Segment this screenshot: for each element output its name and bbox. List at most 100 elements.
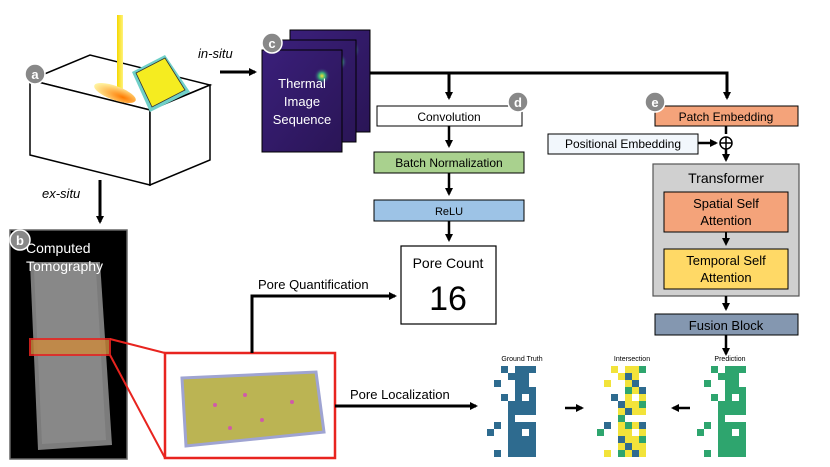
map-pixel	[508, 373, 515, 380]
map-pixel	[725, 443, 732, 450]
map-pixel	[529, 450, 536, 457]
pore-count-title: Pore Count	[413, 255, 484, 271]
pore-quantification-arrow	[250, 292, 397, 353]
thermal-camera-icon	[132, 55, 190, 112]
map-pixel	[501, 394, 508, 401]
pore-localization-label: Pore Localization	[350, 387, 450, 402]
map-pixel	[508, 401, 515, 408]
map-pixel	[529, 366, 536, 373]
map-pixel	[522, 443, 529, 450]
map-pixel	[522, 422, 529, 429]
map-pixel	[625, 366, 632, 373]
map-pixel	[508, 422, 515, 429]
map-pixel	[625, 387, 632, 394]
map-pixel	[618, 443, 625, 450]
map-pixel	[618, 429, 625, 436]
map-pixel	[632, 380, 639, 387]
map-pixel	[718, 429, 725, 436]
label-b: b	[16, 233, 24, 248]
map-pixel	[515, 387, 522, 394]
pore-count-value: 16	[429, 280, 467, 318]
map-pixel	[618, 422, 625, 429]
map-pixel	[508, 429, 515, 436]
map-pixel	[515, 394, 522, 401]
label-a-badge: a	[24, 63, 46, 85]
temporal-attention-box	[663, 248, 789, 290]
map-pixel	[522, 380, 529, 387]
label-e-badge: e	[644, 91, 666, 113]
ct-line-1: Computed	[26, 240, 91, 256]
map-pixel	[725, 401, 732, 408]
map-pixel	[508, 443, 515, 450]
map-pixel	[529, 394, 536, 401]
map-pixel	[639, 443, 646, 450]
map-pixel	[639, 387, 646, 394]
map-pixel	[639, 450, 646, 457]
melt-pool	[94, 83, 136, 103]
spatial-line-2: Attention	[700, 213, 751, 228]
map-pixel	[725, 408, 732, 415]
map-pixel	[522, 387, 529, 394]
map-pixel	[732, 387, 739, 394]
map-pixel	[522, 366, 529, 373]
map-pixel	[632, 422, 639, 429]
map-pixel	[704, 422, 711, 429]
ground-truth-title: Ground Truth	[501, 356, 542, 363]
label-a: a	[31, 67, 39, 82]
transformer-title: Transformer	[688, 170, 764, 186]
map-pixel	[739, 387, 746, 394]
map-pixel	[625, 394, 632, 401]
map-pixel	[639, 401, 646, 408]
add-icon	[719, 136, 733, 150]
thermal-line-3: Sequence	[273, 112, 332, 127]
zoom-line-top	[109, 338, 166, 354]
map-pixel	[618, 373, 625, 380]
ex-situ-label: ex-situ	[42, 186, 80, 201]
map-pixel	[611, 394, 618, 401]
map-pixel	[732, 366, 739, 373]
map-pixel	[725, 387, 732, 394]
map-pixel	[718, 408, 725, 415]
prediction-map	[697, 366, 746, 457]
map-pixel	[618, 415, 625, 422]
map-pixel	[718, 436, 725, 443]
map-pixel	[739, 394, 746, 401]
map-pixel	[487, 429, 494, 436]
map-pixel	[515, 422, 522, 429]
map-pixel	[515, 366, 522, 373]
map-pixel	[704, 380, 711, 387]
map-pixel	[625, 401, 632, 408]
map-pixel	[625, 408, 632, 415]
map-pixel	[515, 429, 522, 436]
map-pixel	[604, 450, 611, 457]
map-pixel	[739, 401, 746, 408]
zoom-line-bottom	[109, 354, 166, 459]
map-pixel	[711, 366, 718, 373]
thermal-line-2: Image	[284, 94, 320, 109]
ground-truth-map	[487, 366, 536, 457]
patch-embedding-label: Patch Embedding	[679, 110, 774, 124]
map-pixel	[639, 436, 646, 443]
intersection-map	[597, 366, 646, 457]
map-pixel	[697, 429, 704, 436]
map-pixel	[725, 366, 732, 373]
intersection-title: Intersection	[614, 356, 650, 363]
map-pixel	[639, 429, 646, 436]
map-pixel	[732, 408, 739, 415]
map-pixel	[739, 422, 746, 429]
pore-quantification-label: Pore Quantification	[258, 277, 369, 292]
map-pixel	[732, 443, 739, 450]
map-pixel	[501, 366, 508, 373]
label-e: e	[651, 95, 658, 110]
map-pixel	[618, 436, 625, 443]
map-pixel	[732, 373, 739, 380]
map-pixel	[522, 401, 529, 408]
map-pixel	[508, 436, 515, 443]
map-pixel	[732, 380, 739, 387]
map-pixel	[611, 366, 618, 373]
map-pixel	[639, 422, 646, 429]
map-pixel	[625, 422, 632, 429]
map-pixel	[494, 422, 501, 429]
map-pixel	[522, 373, 529, 380]
